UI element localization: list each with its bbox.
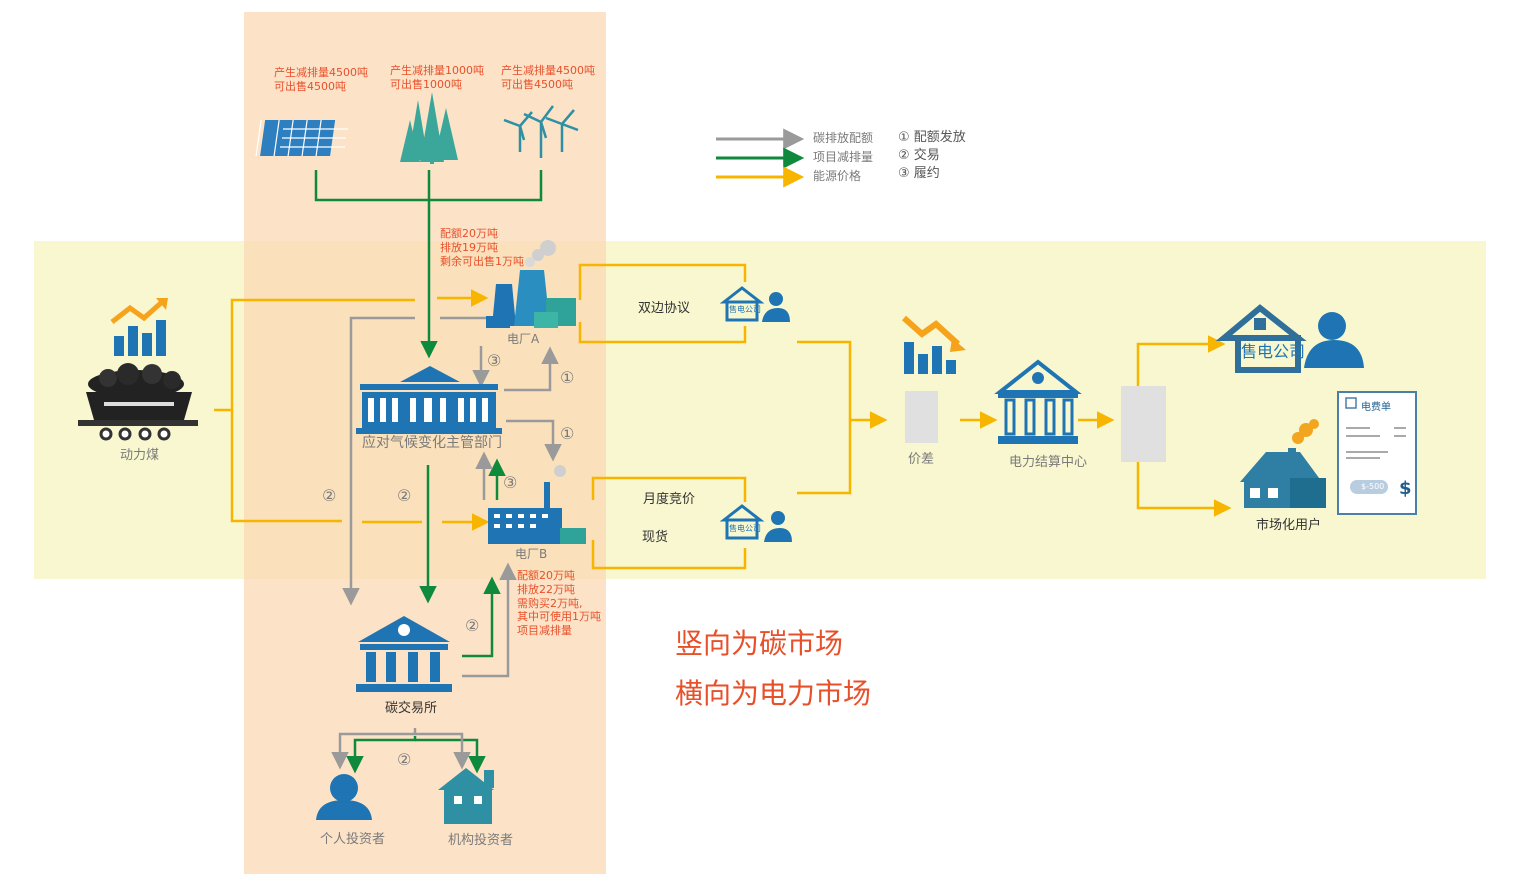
carbon-exchange-icon [356,616,452,692]
legend-reduction: 项目减排量 [813,150,874,164]
retailer-top-label: 售电公司 [729,305,761,314]
solar-panel-icon [255,120,348,156]
retailer-bottom-label: 售电公司 [729,524,761,533]
plant-a-label: 电厂A [507,332,540,346]
market-user-house-icon [1240,419,1326,508]
plant-a-annotation: 配额20万吨 排放19万吨 剩余可出售1万吨 [440,227,524,268]
bill-title: 电费单 [1361,402,1391,413]
retail-company-label: 售电公司 [1241,342,1306,361]
rising-chart-icon [110,298,168,356]
marker-two-mid: ② [397,486,412,505]
settlement-label: 电力结算中心 [1009,455,1088,470]
legend-step-1: ① 配额发放 [898,130,966,145]
electricity-bill-icon: $ [1337,391,1417,515]
legend-energy-price: 能源价格 [813,169,862,183]
retailer-bottom-icon [719,504,792,542]
coal-label: 动力煤 [120,448,160,463]
power-plant-b-icon [488,465,586,544]
project-solar-text: 产生减排量4500吨 可出售4500吨 [274,66,368,93]
ministry-building-icon [356,366,502,434]
legend-step-2: ② 交易 [898,148,940,163]
power-plant-a-icon [486,240,576,328]
marker-three-b: ③ [503,473,518,492]
exchange-label: 碳交易所 [385,701,438,716]
spot-label: 现货 [642,530,669,545]
dispatch-box [1121,386,1166,462]
settlement-center-icon [994,359,1082,444]
falling-chart-icon [902,315,966,374]
energy-price-flow [214,263,1232,570]
marker-one-b: ① [560,424,575,443]
price-diff-box [905,391,938,443]
coal-cart-icon [78,363,198,441]
project-wind-text: 产生减排量4500吨 可出售4500吨 [501,64,595,91]
project-reduction-flow [314,170,543,774]
individual-investor-icon [316,774,372,820]
institution-label: 机构投资者 [448,833,514,848]
marker-one-a: ① [560,368,575,387]
carbon-quota-flow [331,316,562,770]
legend-step-3: ③ 履约 [898,166,940,181]
retailer-top-icon [719,286,790,322]
wind-turbine-icon [503,105,579,158]
retail-company-icon [1215,304,1364,373]
note-vertical: 竖向为碳市场 [675,627,844,660]
monthly-label: 月度竞价 [643,492,696,507]
marker-two-exchange: ② [465,616,480,635]
bill-amount: $-500 [1361,482,1385,491]
price-diff-label: 价差 [908,452,935,467]
note-horizontal: 横向为电力市场 [675,677,872,710]
forest-icon [400,92,458,164]
market-user-label: 市场化用户 [1256,518,1322,533]
marker-two-investors: ② [397,750,412,769]
svg-text:$: $ [1399,478,1412,499]
individual-label: 个人投资者 [320,832,386,847]
marker-two-left: ② [322,486,337,505]
plant-b-label: 电厂B [515,547,548,561]
project-forest-text: 产生减排量1000吨 可出售1000吨 [390,64,484,91]
ministry-label: 应对气候变化主管部门 [362,435,502,451]
bilateral-label: 双边协议 [638,301,691,316]
legend-arrows [716,128,805,188]
legend-quota: 碳排放配额 [813,131,874,145]
plant-b-annotation: 配额20万吨 排放22万吨 需购买2万吨, 其中可使用1万吨 项目减排量 [517,569,601,637]
marker-three-a: ③ [487,351,502,370]
institution-investor-icon [438,768,494,824]
